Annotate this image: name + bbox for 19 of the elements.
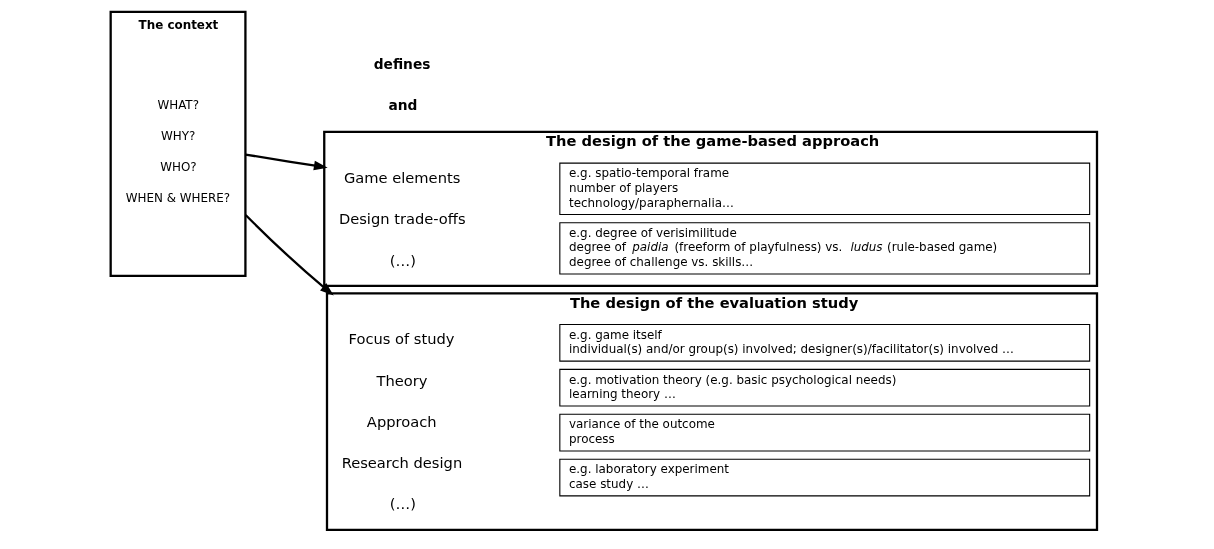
node-box: variance of the outcome process bbox=[558, 413, 1090, 452]
node-text: Design trade-offs bbox=[338, 210, 466, 228]
node-text: (…) bbox=[389, 251, 416, 269]
node-text: (…) bbox=[389, 495, 416, 513]
node-box: e.g. degree of verisimilitude degree of paidia (freeform of playfulness) vs. ludus (rule-based game) degree of challenge vs. skills… bbox=[558, 222, 1090, 275]
node-box: e.g. spatio-temporal frame number of players technology/paraphernalia… bbox=[558, 162, 1090, 215]
arrow bbox=[244, 214, 334, 296]
node-box: e.g. laboratory experiment case study … bbox=[558, 458, 1090, 497]
node-text: Research design bbox=[341, 454, 462, 472]
node-box: The context WHAT? WHY? WHO? WHEN & WHERE? bbox=[109, 10, 247, 278]
node-box: e.g. game itself individual(s) and/or group(s) involved; designer(s)/facilitator(s) involved … bbox=[558, 323, 1090, 362]
arrow bbox=[244, 153, 328, 171]
node-box: e.g. motivation theory (e.g. basic psychological needs) learning theory … bbox=[558, 368, 1090, 407]
label: and bbox=[387, 97, 417, 114]
node-text: Game elements bbox=[343, 169, 460, 187]
node-text: Theory bbox=[376, 371, 427, 389]
node-text: Approach bbox=[366, 412, 437, 430]
node-text: Focus of study bbox=[348, 330, 454, 348]
label: defines bbox=[373, 56, 430, 73]
